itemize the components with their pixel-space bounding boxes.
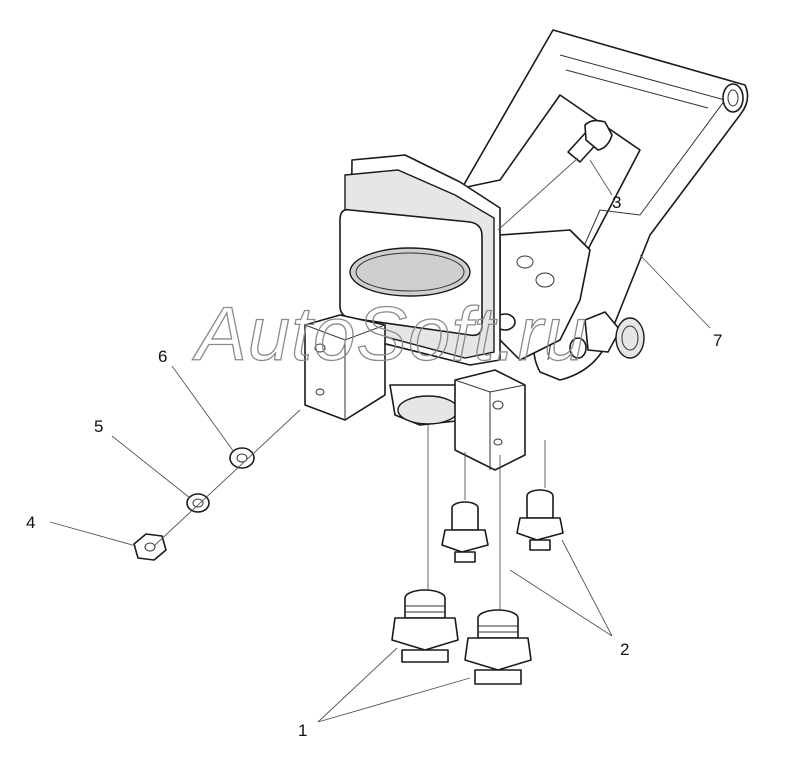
callout-3: 3 <box>612 193 621 212</box>
part-1-fitting-left <box>391 589 459 663</box>
left-mounting-block <box>304 314 386 421</box>
part-6-washer <box>229 447 255 469</box>
part-7-lever-arm <box>461 29 749 381</box>
watermark-text: AutoSoft.ru <box>192 292 587 377</box>
callout-5: 5 <box>94 417 103 436</box>
pivot-knob <box>569 311 645 359</box>
part-4-nut <box>133 533 167 561</box>
part-2-fitting-right <box>516 489 564 551</box>
callout-6: 6 <box>158 347 167 366</box>
assembly-axis-lines <box>154 157 579 610</box>
part-5-lock-washer <box>186 493 210 513</box>
part-3-bolt <box>567 119 613 163</box>
callout-4: 4 <box>26 513 35 532</box>
pedal-housing <box>494 229 591 361</box>
part-2-fitting-left <box>441 501 489 563</box>
callout-2: 2 <box>620 640 629 659</box>
part-1-fitting-right <box>464 609 532 685</box>
callout-1: 1 <box>298 721 307 740</box>
right-mounting-block <box>454 369 526 471</box>
callout-7: 7 <box>713 331 722 350</box>
pedal-pad <box>339 154 501 366</box>
callout-leaders <box>49 159 711 723</box>
pedal-oval-emblem <box>349 247 471 297</box>
